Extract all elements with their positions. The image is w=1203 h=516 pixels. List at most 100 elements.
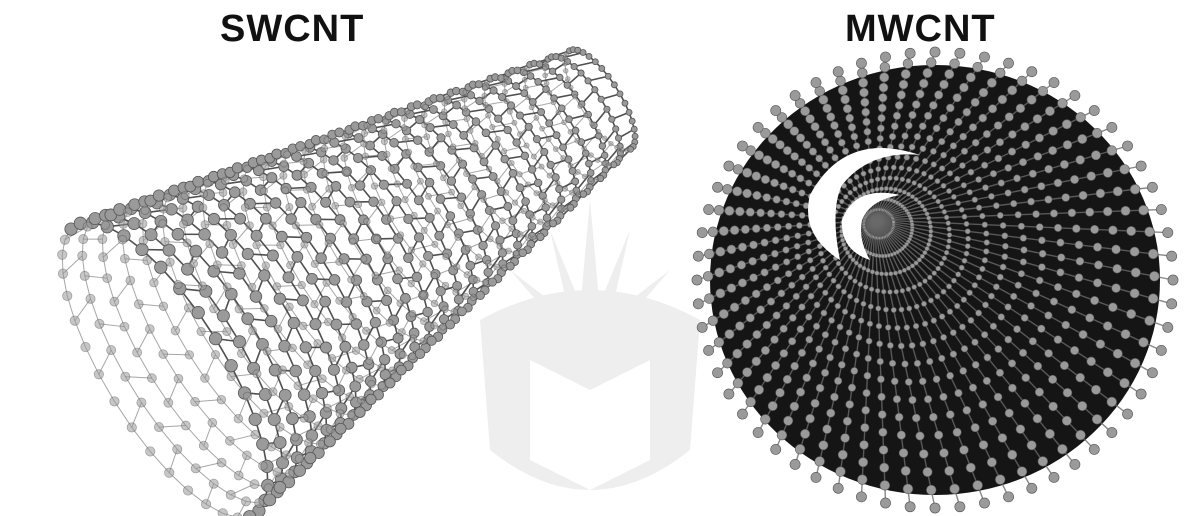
swcnt-atom — [153, 190, 164, 201]
mwcnt-atom — [862, 406, 870, 414]
swcnt-atom — [517, 172, 522, 177]
mwcnt-atom — [1103, 168, 1112, 177]
swcnt-atom — [355, 181, 365, 191]
mwcnt-atom — [933, 376, 940, 383]
mwcnt-atom — [733, 378, 743, 388]
mwcnt-atom — [879, 446, 888, 455]
mwcnt-atom — [806, 164, 813, 171]
mwcnt-atom — [1062, 321, 1070, 329]
mwcnt-atom — [753, 191, 761, 199]
mwcnt-atom — [946, 188, 951, 193]
mwcnt-atom — [861, 98, 869, 106]
mwcnt-atom — [865, 355, 872, 362]
mwcnt-atom — [790, 459, 800, 469]
mwcnt-atom — [941, 334, 947, 340]
swcnt-atom — [291, 433, 299, 441]
mwcnt-atom — [853, 143, 860, 150]
swcnt-atom — [620, 148, 625, 153]
mwcnt-atom — [919, 79, 928, 88]
mwcnt-atom — [895, 413, 903, 421]
mwcnt-atom — [809, 148, 817, 156]
mwcnt-atom — [976, 205, 982, 211]
swcnt-atom — [568, 163, 573, 168]
mwcnt-atom — [697, 227, 707, 237]
mwcnt-atom — [1008, 130, 1016, 138]
mwcnt-atom — [1145, 227, 1155, 237]
swcnt-atom — [468, 215, 474, 221]
swcnt-atom — [276, 231, 287, 242]
mwcnt-atom — [1113, 349, 1122, 358]
mwcnt-bonds — [697, 52, 1173, 508]
swcnt-atom — [305, 452, 316, 463]
mwcnt-atom — [772, 237, 779, 244]
swcnt-atom — [384, 287, 391, 294]
swcnt-atom — [340, 220, 347, 227]
mwcnt-atom — [941, 152, 947, 158]
mwcnt-atom — [988, 105, 996, 113]
swcnt-atom — [263, 347, 271, 355]
swcnt-atom — [378, 364, 385, 371]
swcnt-atom — [164, 398, 173, 407]
swcnt-atom — [394, 181, 400, 187]
swcnt-atom — [225, 359, 237, 371]
mwcnt-atom — [964, 251, 969, 256]
mwcnt-atom — [1076, 373, 1085, 382]
mwcnt-atom — [842, 148, 849, 155]
swcnt-atom — [420, 261, 426, 267]
swcnt-atom — [323, 279, 330, 286]
mwcnt-atom — [919, 123, 926, 130]
swcnt-atom — [238, 262, 246, 270]
mwcnt-atom — [888, 290, 893, 295]
swcnt-atom — [376, 338, 383, 345]
mwcnt-atom — [838, 139, 845, 146]
mwcnt-atom — [984, 240, 990, 246]
mwcnt-atom — [904, 155, 910, 161]
mwcnt-atom — [785, 270, 792, 277]
swcnt-atom — [512, 200, 517, 205]
mwcnt-atom — [1038, 237, 1045, 244]
swcnt-atom — [432, 241, 438, 247]
mwcnt-atom — [861, 301, 866, 306]
swcnt-atom — [260, 173, 267, 180]
mwcnt-atom — [964, 221, 969, 226]
swcnt-atom — [300, 158, 307, 165]
swcnt-atom — [181, 421, 190, 430]
mwcnt-atom — [1029, 170, 1037, 178]
swcnt-atom — [476, 291, 485, 300]
swcnt-atom — [444, 222, 450, 228]
swcnt-atom — [174, 374, 183, 383]
mwcnt-atom — [998, 314, 1005, 321]
mwcnt-atom — [1019, 349, 1026, 357]
mwcnt-atom — [1091, 385, 1100, 394]
mwcnt-atom — [774, 224, 781, 231]
mwcnt-atom — [981, 331, 988, 338]
swcnt-atom — [226, 490, 235, 499]
swcnt-atom — [543, 73, 548, 78]
mwcnt-atom — [996, 369, 1004, 377]
swcnt-atom — [526, 95, 531, 100]
swcnt-atom — [473, 140, 478, 145]
swcnt-atom — [301, 171, 308, 178]
mwcnt-atom — [753, 427, 763, 437]
swcnt-atom — [355, 407, 366, 418]
swcnt-atom — [253, 370, 261, 378]
swcnt-atom — [267, 250, 278, 261]
swcnt-atom — [189, 260, 197, 268]
mwcnt-atom — [1035, 134, 1043, 142]
swcnt-atom — [563, 186, 568, 191]
swcnt-atom — [601, 161, 606, 166]
swcnt-atom — [575, 138, 580, 143]
mwcnt-atom — [904, 325, 910, 331]
mwcnt-atom — [778, 211, 785, 218]
swcnt-atom — [558, 196, 565, 203]
mwcnt-atom — [761, 414, 771, 424]
mwcnt-atom — [796, 134, 804, 142]
swcnt-atom — [295, 454, 304, 463]
swcnt-atom — [468, 128, 473, 133]
mwcnt-atom — [962, 258, 967, 263]
swcnt-atom — [282, 187, 289, 194]
swcnt-atom — [578, 104, 583, 109]
mwcnt-atom — [888, 176, 893, 181]
swcnt-atom — [201, 374, 210, 383]
mwcnt-atom — [838, 450, 847, 459]
